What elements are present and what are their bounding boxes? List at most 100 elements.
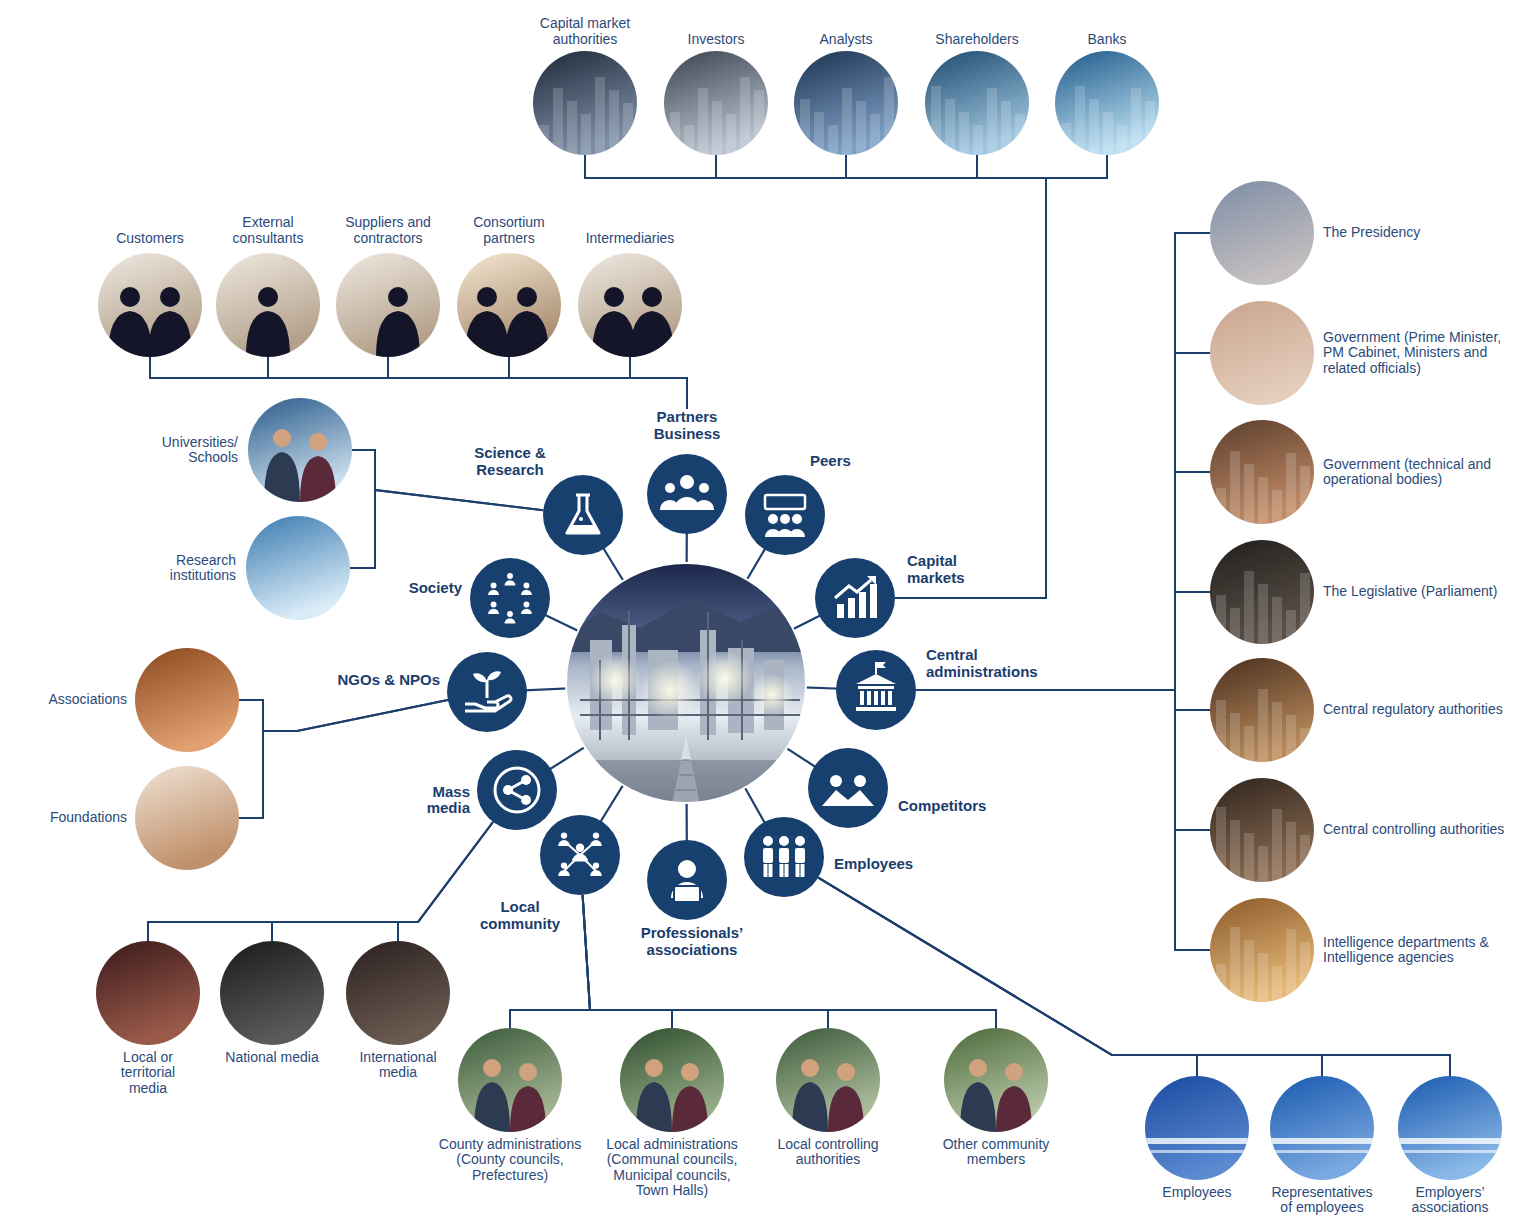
- category-node: Society: [409, 558, 550, 638]
- connector-line: [350, 490, 543, 568]
- label-block: Employees: [834, 856, 913, 873]
- label-block: Intelligence departments & Intelligence …: [1323, 935, 1508, 966]
- stakeholder-node: Local or territorial media: [96, 941, 200, 1096]
- connector-line: [818, 878, 1322, 1076]
- connector-line: [916, 233, 1210, 690]
- stakeholder-label: Local or territorial media: [103, 1050, 193, 1096]
- stakeholder-label: Intelligence departments & Intelligence …: [1323, 935, 1508, 966]
- connector-line: [583, 895, 672, 1028]
- stakeholder-node: Government (Prime Minister, PM Cabinet, …: [1210, 301, 1508, 405]
- label-block: The Presidency: [1323, 225, 1420, 240]
- connector-line: [398, 822, 493, 941]
- category-node: Local community: [473, 815, 621, 932]
- stakeholder-label: Central controlling authorities: [1323, 822, 1504, 837]
- connector-line: [268, 357, 687, 409]
- label-block: Competitors: [898, 798, 986, 815]
- category-node: Central administrations: [836, 647, 1071, 730]
- stakeholder-node: Central regulatory authorities: [1210, 658, 1503, 762]
- connector-line: [818, 878, 1450, 1076]
- connector-line: [916, 690, 1210, 710]
- connector-line: [150, 357, 687, 409]
- label-block: Local administrations (Communal councils…: [602, 1137, 742, 1199]
- stakeholder-label: Analysts: [820, 32, 873, 47]
- category-node: Mass media: [400, 750, 557, 830]
- stakeholder-node: Intermediaries: [578, 231, 682, 357]
- category-node: Science & Research: [460, 445, 623, 555]
- stakeholder-node: National media: [220, 941, 324, 1065]
- stakeholder-node: Central controlling authorities: [1210, 778, 1504, 882]
- stakeholder-label: Capital market authorities: [523, 16, 648, 47]
- stakeholder-node: Government (technical and operational bo…: [1210, 420, 1508, 524]
- label-block: External consultants: [213, 215, 323, 246]
- category-icon: [540, 815, 620, 895]
- category-node: Professionals’ associations: [627, 840, 757, 958]
- photo-circle: [1210, 420, 1314, 524]
- connector-line: [239, 700, 448, 818]
- photo-circle: [1210, 898, 1314, 1002]
- photo-circle: [578, 253, 682, 357]
- photo-circle: [1145, 1076, 1249, 1180]
- category-icon: [470, 558, 550, 638]
- label-block: Society: [409, 580, 462, 597]
- connector-line: [630, 357, 687, 409]
- category-label: Capital markets: [907, 553, 997, 586]
- stakeholder-node: The Presidency: [1210, 181, 1420, 285]
- connector-line: [916, 353, 1210, 690]
- photo-circle: [135, 648, 239, 752]
- connector-line: [509, 357, 687, 409]
- stakeholder-node: Investors: [664, 32, 768, 155]
- stakeholder-label: Central regulatory authorities: [1323, 702, 1503, 717]
- photo-circle: [96, 941, 200, 1045]
- label-block: International media: [343, 1050, 453, 1081]
- stakeholder-label: Government (Prime Minister, PM Cabinet, …: [1323, 330, 1508, 376]
- stakeholder-label: Intermediaries: [586, 231, 675, 246]
- photo-circle: [135, 766, 239, 870]
- category-node: NGOs & NPOs: [337, 652, 527, 732]
- stakeholder-node: Research institutions: [136, 516, 350, 620]
- label-block: Employers’ associations: [1400, 1185, 1500, 1216]
- photo-circle: [925, 51, 1029, 155]
- connector-line: [239, 700, 448, 731]
- stakeholder-node: External consultants: [213, 215, 323, 357]
- photo-circle: [98, 253, 202, 357]
- stakeholder-label: Employers’ associations: [1400, 1185, 1500, 1216]
- photo-circle: [620, 1028, 724, 1132]
- category-icon: [836, 650, 916, 730]
- stakeholder-node: International media: [343, 941, 453, 1081]
- stakeholder-node: Local administrations (Communal councils…: [602, 1028, 742, 1199]
- stakeholder-node: County administrations (County councils,…: [433, 1028, 588, 1183]
- label-block: Representatives of employees: [1265, 1185, 1380, 1216]
- connector-line: [846, 155, 1046, 598]
- stakeholder-label: Employees: [1162, 1185, 1231, 1200]
- label-block: Suppliers and contractors: [333, 215, 443, 246]
- label-block: Local or territorial media: [103, 1050, 193, 1096]
- category-label: Partners Business: [642, 409, 732, 442]
- category-icon: [744, 817, 824, 897]
- stakeholder-label: Investors: [688, 32, 745, 47]
- label-block: Universities/ Schools: [138, 435, 238, 466]
- label-block: Capital markets: [907, 553, 997, 586]
- label-block: Government (technical and operational bo…: [1323, 457, 1508, 488]
- stakeholder-label: External consultants: [213, 215, 323, 246]
- connector-line: [916, 592, 1210, 690]
- category-label: Competitors: [898, 798, 986, 815]
- label-block: Research institutions: [136, 553, 236, 584]
- category-label: Local community: [473, 899, 568, 932]
- stakeholder-node: Capital market authorities: [523, 16, 648, 155]
- label-block: Partners Business: [642, 409, 732, 442]
- label-block: County administrations (County councils,…: [433, 1137, 588, 1183]
- photo-circle: [1210, 301, 1314, 405]
- label-block: Analysts: [820, 32, 873, 47]
- stakeholder-label: Banks: [1088, 32, 1127, 47]
- label-block: Peers: [810, 453, 851, 470]
- label-block: National media: [225, 1050, 318, 1065]
- label-block: Mass media: [400, 784, 470, 817]
- category-label: Central administrations: [926, 647, 1071, 680]
- label-block: NGOs & NPOs: [337, 672, 440, 689]
- category-label: NGOs & NPOs: [337, 672, 440, 689]
- label-block: Capital market authorities: [523, 16, 648, 47]
- label-block: Associations: [48, 692, 127, 707]
- stakeholder-node: Intelligence departments & Intelligence …: [1210, 898, 1508, 1002]
- photo-circle: [1210, 778, 1314, 882]
- connector-line: [916, 690, 1210, 950]
